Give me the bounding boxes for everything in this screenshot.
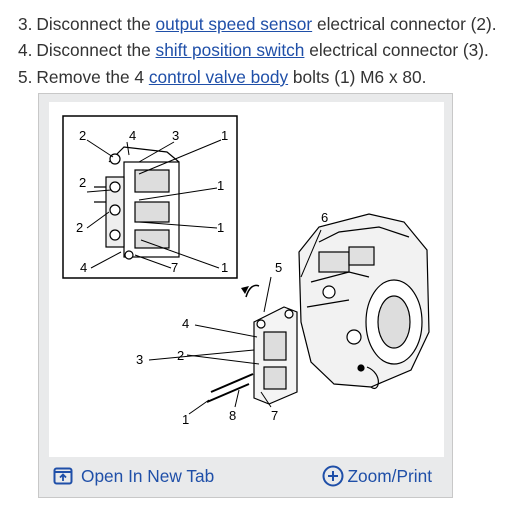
main-callout: 4 [182, 316, 189, 331]
step-text-before: Disconnect the [36, 40, 156, 60]
main-callout: 3 [136, 352, 143, 367]
inset-callout: 7 [171, 260, 178, 275]
inset-callout: 4 [80, 260, 87, 275]
link-shift-position-switch[interactable]: shift position switch [155, 40, 305, 60]
inset-leaders [86, 139, 222, 269]
main-callout: 1 [182, 412, 189, 427]
step-number: 4. [18, 40, 33, 60]
transmission-housing [298, 213, 430, 390]
main-callout: 7 [271, 408, 278, 423]
main-callout: 5 [275, 260, 282, 275]
step-5: 5.Remove the 4 control valve body bolts … [18, 66, 426, 88]
inset-callout: 2 [76, 220, 83, 235]
inset-valve-body [94, 146, 180, 260]
zoom-print-button[interactable]: Zoom/Print [322, 464, 432, 488]
inset-callout: 2 [79, 128, 86, 143]
valve-body [253, 306, 298, 405]
inset-callout: 1 [221, 128, 228, 143]
inset-callout: 1 [217, 220, 224, 235]
inset-callouts: 2 4 3 1 2 1 2 1 4 7 1 [76, 128, 228, 275]
main-callout: 6 [321, 210, 328, 225]
zoom-plus-icon [322, 465, 344, 487]
step-4: 4.Disconnect the shift position switch e… [18, 39, 489, 61]
step-number: 5. [18, 67, 33, 87]
main-callout: 2 [177, 348, 184, 363]
inset-callout: 2 [79, 175, 86, 190]
link-output-speed-sensor[interactable]: output speed sensor [155, 14, 313, 34]
step-text-before: Disconnect the [36, 14, 156, 34]
step-text-after: electrical connector (3). [304, 40, 489, 60]
open-new-tab-button[interactable]: Open In New Tab [53, 464, 214, 488]
main-leaders [148, 229, 322, 415]
figure-illustration[interactable]: 2 4 3 1 2 1 2 1 4 7 1 [49, 102, 444, 457]
main-callouts: 6 5 4 3 2 1 8 7 [136, 210, 328, 427]
inset-callout: 3 [172, 128, 179, 143]
step-text-after: bolts (1) M6 x 80. [288, 67, 427, 87]
step-text-after: electrical connector (2). [312, 14, 497, 34]
figure-panel: 2 4 3 1 2 1 2 1 4 7 1 [38, 93, 453, 498]
open-new-tab-label: Open In New Tab [81, 465, 215, 486]
step-3: 3.Disconnect the output speed sensor ele… [18, 13, 497, 35]
open-new-tab-icon [53, 467, 73, 485]
step-text-before: Remove the 4 [36, 67, 149, 87]
bolts [206, 373, 254, 403]
transmission-diagram: 2 4 3 1 2 1 2 1 4 7 1 [62, 115, 430, 427]
zoom-print-label: Zoom/Print [347, 465, 432, 486]
inset-callout: 1 [221, 260, 228, 275]
removal-arrow [245, 284, 260, 298]
step-number: 3. [18, 14, 33, 34]
inset-callout: 1 [217, 178, 224, 193]
link-control-valve-body[interactable]: control valve body [148, 67, 289, 87]
inset-callout: 4 [129, 128, 136, 143]
main-callout: 8 [229, 408, 236, 423]
